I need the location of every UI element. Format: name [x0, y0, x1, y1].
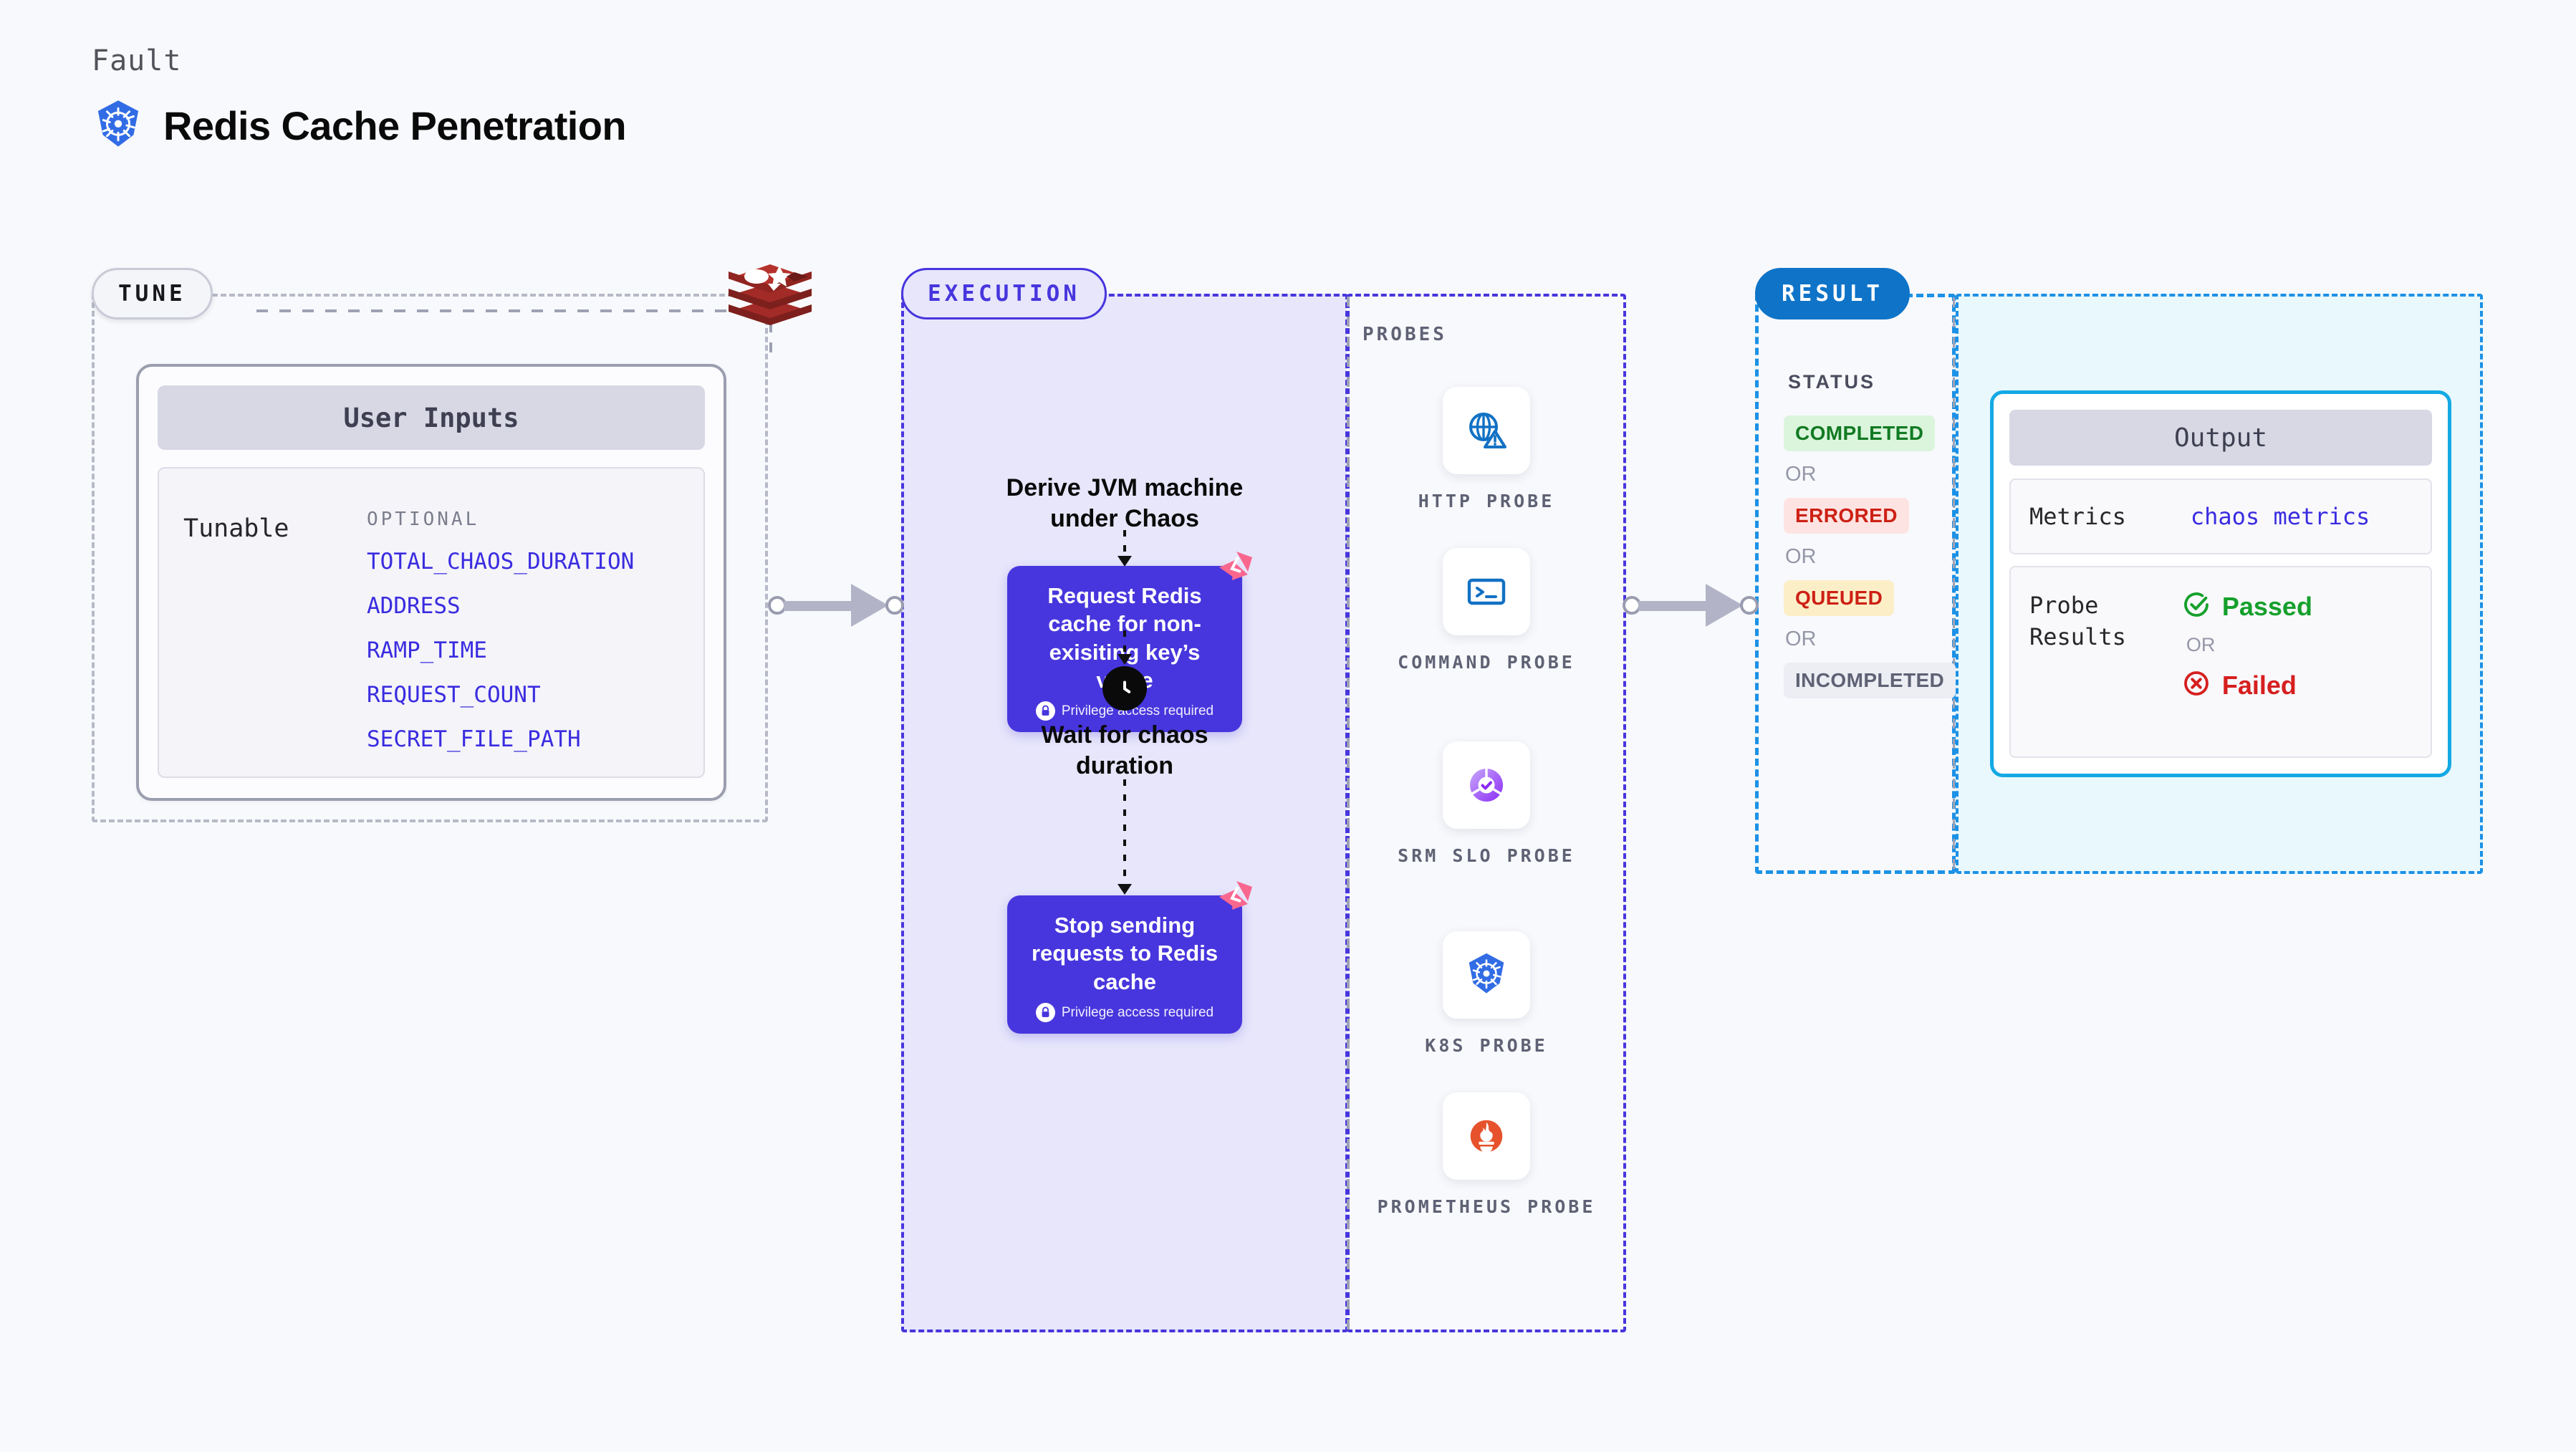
privilege-text: Privilege access required	[1061, 703, 1214, 718]
passed-label: Passed	[2221, 591, 2312, 621]
optional-column: OPTIONAL TOTAL_CHAOS_DURATION ADDRESS RA…	[367, 509, 634, 771]
fault-kicker: Fault	[92, 44, 182, 77]
prometheus-probe-icon	[1443, 1092, 1530, 1180]
probe-results-row: Probe Results Passed OR	[2009, 566, 2432, 758]
status-badge-errored: ERRORED	[1784, 498, 1909, 534]
tune-redis-connector	[256, 309, 729, 312]
connector-1-arrow	[1118, 556, 1132, 567]
arrow-shaft	[1638, 601, 1724, 611]
execution-flow: Derive JVM machine under Chaos Request R…	[901, 294, 1348, 1332]
tune-region	[92, 294, 768, 822]
tune-pill[interactable]: TUNE	[92, 268, 213, 319]
status-list: COMPLETED OR ERRORED OR QUEUED OR INCOMP…	[1784, 415, 1956, 698]
status-badge-incompleted: INCOMPLETED	[1784, 663, 1956, 698]
kubernetes-icon	[92, 99, 145, 152]
arrow-head	[851, 584, 888, 627]
tunable-item-total-chaos-duration[interactable]: TOTAL_CHAOS_DURATION	[367, 549, 635, 574]
connector-2	[1123, 630, 1126, 658]
execution-card-title: Stop sending requests to Redis cache	[1031, 913, 1219, 994]
output-header: Output	[2009, 410, 2432, 466]
metrics-value-link[interactable]: chaos metrics	[2190, 503, 2370, 530]
check-circle-icon	[2182, 590, 2211, 622]
status-badge-completed: COMPLETED	[1784, 415, 1936, 451]
probe-item-command[interactable]: COMMAND PROBE	[1347, 548, 1626, 675]
litmus-icon	[1216, 550, 1254, 587]
tunable-panel: Tunable OPTIONAL TOTAL_CHAOS_DURATION AD…	[158, 467, 705, 778]
redis-icon	[724, 254, 817, 333]
arrow-socket-right	[885, 596, 904, 615]
wait-for-chaos-step-label: Wait for chaos duration	[1041, 721, 1208, 779]
result-pill[interactable]: RESULT	[1755, 268, 1910, 319]
arrow-socket-right	[1740, 596, 1759, 615]
probes-heading: PROBES	[1363, 324, 1447, 345]
lock-icon	[1035, 1003, 1055, 1023]
http-probe-icon	[1443, 387, 1530, 474]
title-row: Redis Cache Penetration	[92, 99, 627, 152]
user-inputs-card: User Inputs Tunable OPTIONAL TOTAL_CHAOS…	[136, 364, 726, 801]
failed-label: Failed	[2221, 670, 2297, 700]
clock-icon	[1102, 666, 1147, 711]
result-divider	[1953, 297, 1955, 870]
probe-item-k8s[interactable]: K8S PROBE	[1347, 931, 1626, 1059]
output-card: Output Metrics chaos metrics Probe Resul…	[1990, 390, 2451, 777]
page-header: Fault Redi	[92, 44, 627, 152]
status-heading: STATUS	[1788, 371, 1875, 393]
arrow-head	[1706, 584, 1743, 627]
probes-divider	[1347, 297, 1350, 1330]
litmus-icon	[1216, 880, 1254, 917]
probe-item-prometheus[interactable]: PROMETHEUS PROBE	[1347, 1092, 1626, 1220]
connector-2-arrow	[1118, 654, 1132, 665]
derive-jvm-step-label: Derive JVM machine under Chaos	[1006, 474, 1244, 532]
privilege-text: Privilege access required	[1061, 1004, 1214, 1020]
tunable-item-secret-file-path[interactable]: SECRET_FILE_PATH	[367, 726, 581, 752]
tunable-label: Tunable	[183, 514, 289, 543]
execution-card-stop-requests[interactable]: Stop sending requests to Redis cache Pri…	[1007, 881, 1252, 1034]
probe-label: COMMAND PROBE	[1398, 652, 1575, 673]
page-title: Redis Cache Penetration	[163, 102, 627, 148]
probe-label: PROMETHEUS PROBE	[1377, 1196, 1596, 1217]
probe-results-label: Probe Results	[2029, 592, 2126, 650]
probe-result-failed: Failed	[2182, 669, 2312, 701]
metrics-row: Metrics chaos metrics	[2009, 479, 2432, 554]
execution-pill[interactable]: EXECUTION	[901, 268, 1107, 319]
probe-label: K8S PROBE	[1425, 1035, 1548, 1056]
arrow-shaft	[784, 601, 870, 611]
user-inputs-header: User Inputs	[158, 385, 705, 450]
optional-heading: OPTIONAL	[367, 509, 480, 530]
kubernetes-probe-icon	[1443, 931, 1530, 1019]
probe-item-srm-slo[interactable]: SRM SLO PROBE	[1347, 741, 1626, 869]
privilege-note: Privilege access required	[1019, 701, 1231, 721]
metrics-label: Metrics	[2029, 503, 2126, 530]
probe-label: SRM SLO PROBE	[1398, 845, 1575, 866]
connector-3	[1123, 779, 1126, 887]
arrow-socket-left	[1623, 596, 1641, 615]
status-badge-queued: QUEUED	[1784, 580, 1895, 616]
connector-1	[1123, 530, 1126, 562]
srm-slo-probe-icon	[1443, 741, 1530, 829]
tunable-item-address[interactable]: ADDRESS	[367, 593, 461, 619]
probe-label: HTTP PROBE	[1418, 491, 1555, 511]
x-circle-icon	[2182, 669, 2211, 701]
probe-result-passed: Passed	[2182, 590, 2312, 622]
probe-result-or: OR	[2186, 634, 2216, 655]
privilege-note: Privilege access required	[1019, 1003, 1231, 1023]
probe-item-http[interactable]: HTTP PROBE	[1347, 387, 1626, 514]
connector-3-arrow	[1118, 884, 1132, 895]
status-or-1: OR	[1785, 463, 1817, 486]
redis-drop-connector	[769, 322, 772, 357]
command-probe-icon	[1443, 548, 1530, 635]
status-or-2: OR	[1785, 545, 1817, 568]
tune-to-execution-arrow	[768, 584, 904, 627]
probe-results-values: Passed OR Failed	[2182, 590, 2312, 734]
tunable-item-ramp-time[interactable]: RAMP_TIME	[367, 638, 487, 663]
probes-to-result-arrow	[1623, 584, 1759, 627]
tunable-item-request-count[interactable]: REQUEST_COUNT	[367, 682, 541, 708]
status-or-3: OR	[1785, 628, 1817, 650]
lock-icon	[1035, 701, 1055, 721]
